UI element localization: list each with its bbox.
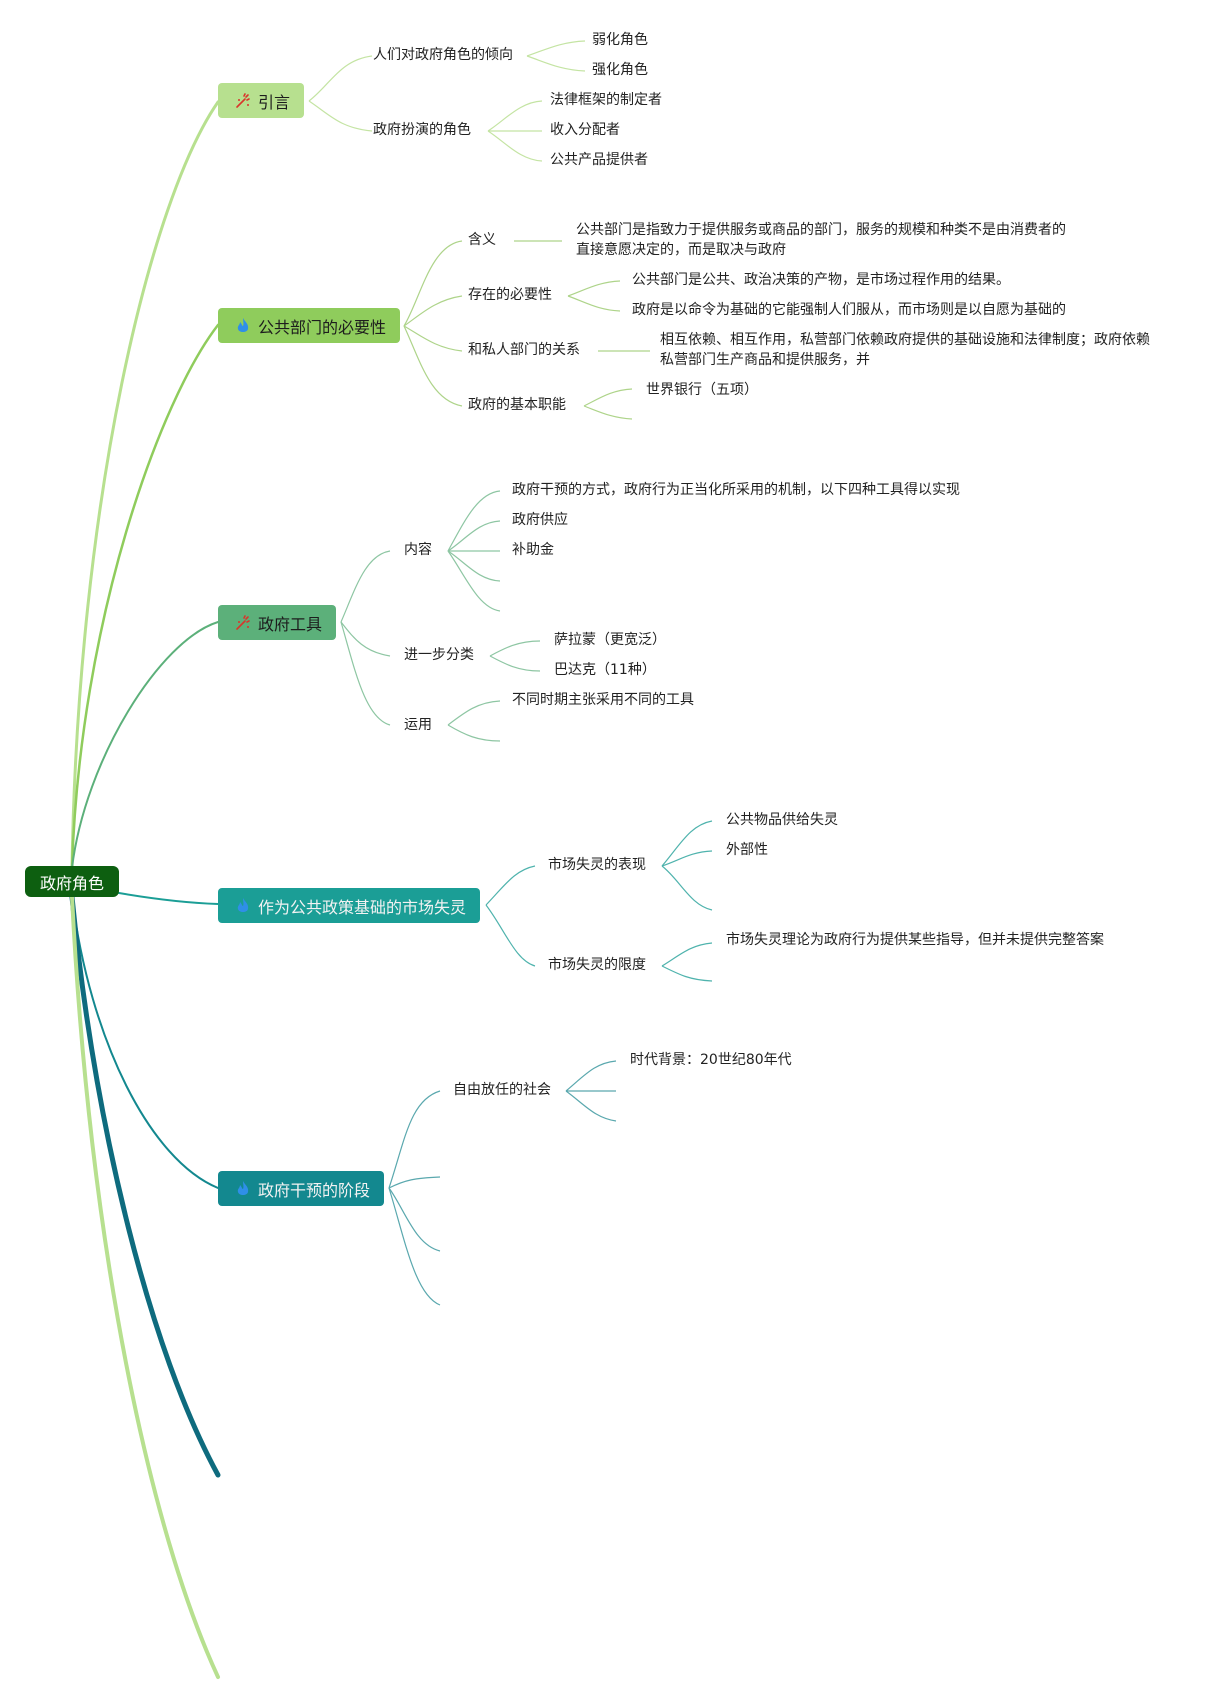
node-legal-framework-maker[interactable]: 法律框架的制定者 (550, 92, 662, 108)
branch-line-2 (70, 323, 220, 870)
branch-line-4 (118, 892, 219, 905)
flame-icon (237, 317, 249, 332)
topic-label: 引言 (258, 92, 291, 112)
node-further-classification[interactable]: 进一步分类 (404, 647, 474, 663)
node-necessity[interactable]: 存在的必要性 (468, 287, 552, 303)
sparkle-icon (236, 92, 250, 108)
branch-line-7 (70, 895, 220, 1679)
node-content-detail[interactable]: 政府干预的方式，政府行为正当化所采用的机制，以下四种工具得以实现 (512, 482, 960, 498)
branch-line-6 (69, 894, 221, 1478)
node-externality[interactable]: 外部性 (726, 842, 768, 858)
node-content[interactable]: 内容 (404, 542, 432, 558)
node-failure-limits-detail[interactable]: 市场失灵理论为政府行为提供某些指导，但并未提供完整答案 (726, 932, 1104, 948)
node-meaning-detail[interactable]: 公共部门是指致力于提供服务或商品的部门，服务的规模和种类不是由消费者的直接意愿决… (576, 222, 1066, 258)
topic-market-failure[interactable]: 作为公共政策基础的市场失灵 (218, 888, 481, 923)
node-salamon[interactable]: 萨拉蒙（更宽泛） (554, 632, 666, 648)
node-application-detail[interactable]: 不同时期主张采用不同的工具 (512, 692, 694, 708)
branch-line-5 (71, 896, 219, 1189)
node-world-bank[interactable]: 世界银行（五项） (646, 382, 758, 398)
branch-line-3 (71, 621, 219, 869)
node-strengthen-role[interactable]: 强化角色 (592, 62, 648, 78)
node-failure-limits[interactable]: 市场失灵的限度 (548, 957, 646, 973)
node-failure-manifestation[interactable]: 市场失灵的表现 (548, 857, 646, 873)
node-era-background[interactable]: 时代背景：20世纪80年代 (630, 1052, 792, 1068)
node-income-distributor[interactable]: 收入分配者 (550, 122, 620, 138)
node-laissez-faire[interactable]: 自由放任的社会 (453, 1082, 551, 1098)
node-public-goods-provider[interactable]: 公共产品提供者 (550, 152, 648, 168)
topic-label: 政府干预的阶段 (258, 1180, 371, 1200)
topic-public-sector-necessity[interactable]: 公共部门的必要性 (218, 308, 401, 343)
node-application[interactable]: 运用 (404, 717, 432, 733)
flame-icon (237, 1180, 249, 1195)
root-label: 政府角色 (39, 873, 104, 893)
node-government-supply[interactable]: 政府供应 (512, 512, 568, 528)
node-weaken-role[interactable]: 弱化角色 (592, 32, 648, 48)
root-node[interactable]: 政府角色 (25, 866, 119, 897)
node-necessity-detail-2[interactable]: 政府是以命令为基础的它能强制人们服从，而市场则是以自愿为基础的 (632, 302, 1066, 318)
node-private-relation-detail[interactable]: 相互依赖、相互作用，私营部门依赖政府提供的基础设施和法律制度；政府依赖私营部门生… (660, 332, 1150, 368)
node-roles-played[interactable]: 政府扮演的角色 (373, 122, 471, 138)
topic-government-tools[interactable]: 政府工具 (218, 605, 337, 640)
node-basic-functions[interactable]: 政府的基本职能 (468, 397, 566, 413)
node-private-relation[interactable]: 和私人部门的关系 (468, 342, 580, 358)
topic-label: 作为公共政策基础的市场失灵 (258, 897, 467, 917)
node-public-goods-failure[interactable]: 公共物品供给失灵 (726, 812, 838, 828)
branch-line-1 (70, 100, 220, 870)
node-bardach[interactable]: 巴达克（11种） (554, 662, 656, 678)
sparkle-icon (236, 614, 250, 630)
topic-intervention-stages[interactable]: 政府干预的阶段 (218, 1171, 385, 1206)
flame-icon (237, 897, 249, 912)
node-necessity-detail-1[interactable]: 公共部门是公共、政治决策的产物，是市场过程作用的结果。 (632, 272, 1010, 288)
topic-label: 政府工具 (258, 614, 323, 634)
node-subsidy[interactable]: 补助金 (512, 542, 554, 558)
topic-label: 公共部门的必要性 (258, 317, 387, 337)
node-meaning[interactable]: 含义 (468, 232, 496, 248)
node-role-tendency[interactable]: 人们对政府角色的倾向 (373, 47, 513, 63)
topic-introduction[interactable]: 引言 (218, 83, 305, 118)
